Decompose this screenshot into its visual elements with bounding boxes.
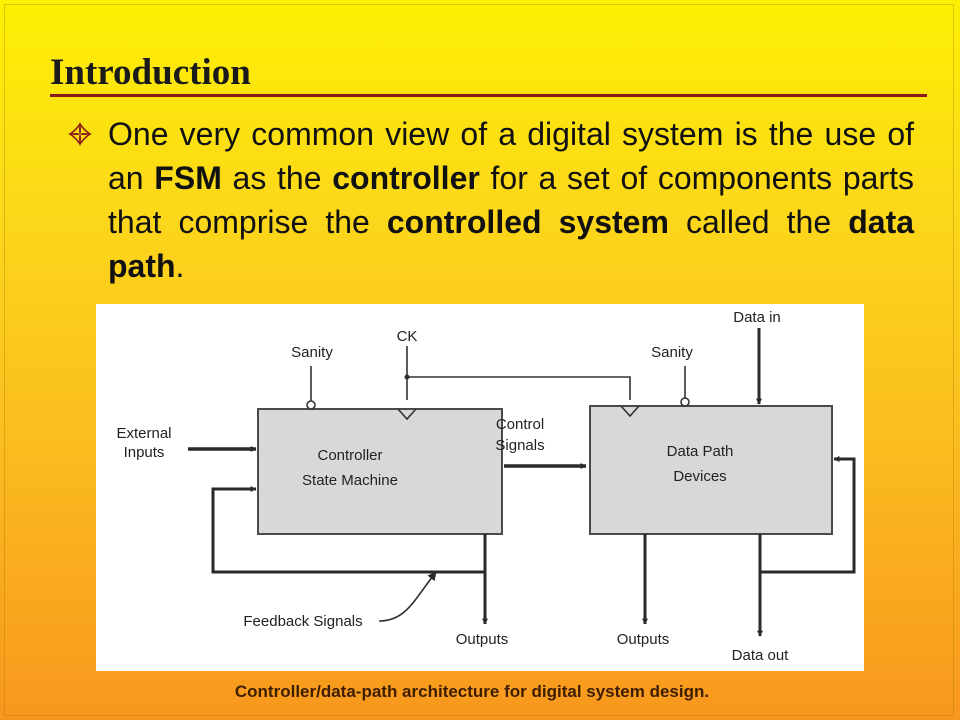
architecture-diagram-svg: External Inputs Sanity CK Sanity Data in… [116, 309, 856, 664]
controller-clock-triangle [397, 408, 417, 421]
bullet-text-2: as the [221, 160, 333, 196]
left-feedback-loop [211, 486, 487, 574]
diagram-caption: Controller/data-path architecture for di… [234, 682, 710, 701]
slide-title: Introduction [50, 52, 251, 93]
architecture-diagram: External Inputs Sanity CK Sanity Data in… [96, 304, 864, 671]
datapath-clock-triangle [620, 405, 640, 418]
control-signals-label: Control [496, 416, 544, 433]
clock-branch-line [407, 376, 631, 400]
sanity-right-label: Sanity [651, 344, 693, 361]
external-inputs-label-2: Inputs [124, 444, 165, 461]
sanity-left-label: Sanity [291, 344, 333, 361]
bullet-text-3: for a set of components parts that compr… [108, 160, 915, 240]
right-feedback-loop [758, 456, 856, 574]
bullet-text-5: . [175, 248, 185, 284]
controller-label: Controller [317, 447, 382, 464]
datapath-label: Data Path [667, 443, 734, 460]
controller-label-2: State Machine [302, 472, 398, 489]
sanity-right-bubble [680, 397, 690, 407]
title-underline [50, 94, 927, 97]
datapath-label-2: Devices [673, 468, 726, 485]
bullet-text-1: One very common view of a digital system… [108, 116, 914, 196]
feedback-signals-label: Feedback Signals [243, 613, 362, 630]
bullet-term-controlled-system: controlled system [386, 204, 669, 240]
data-in-label: Data in [733, 309, 781, 326]
control-signals-label-2: Signals [495, 437, 544, 454]
clock-label: CK [397, 328, 418, 345]
datapath-box [589, 405, 833, 535]
bullet-paragraph: One very common view of a digital system… [108, 112, 914, 288]
bullet-term-controller: controller [332, 160, 480, 196]
external-inputs-label: External [116, 425, 171, 442]
bullet-text-4: called the [668, 204, 849, 240]
sanity-left-bubble [306, 400, 316, 410]
controller-box [257, 408, 503, 535]
outputs-right-label: Outputs [617, 631, 670, 648]
slide-frame [4, 4, 954, 716]
feedback-signals-leader [378, 571, 437, 622]
bullet-term-fsm: FSM [154, 160, 222, 196]
bullet-term-data-path: data path [108, 204, 915, 284]
outputs-left-label: Outputs [456, 631, 509, 648]
diamond-bullet-icon [67, 121, 93, 147]
data-out-label: Data out [732, 647, 790, 664]
